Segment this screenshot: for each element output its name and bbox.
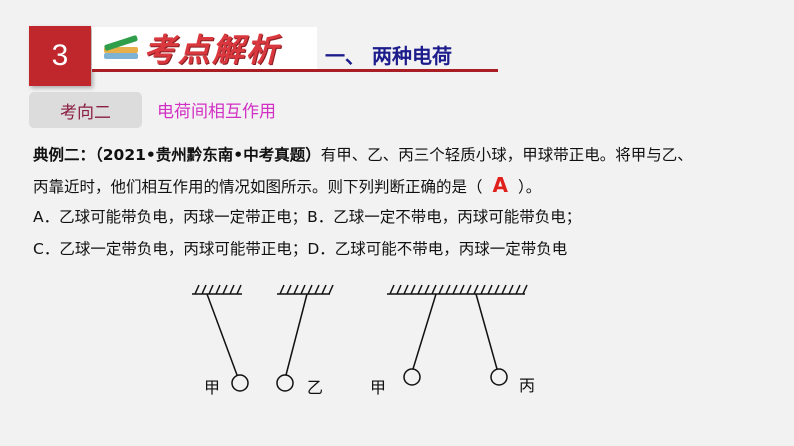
hatch-mark: [286, 284, 292, 295]
ball-jia-1: [231, 374, 249, 392]
hatch-mark: [417, 284, 423, 295]
hatch-mark: [480, 284, 486, 295]
hatch-mark: [194, 284, 200, 295]
hatch-mark: [501, 284, 507, 295]
logo: 考点解析: [92, 27, 317, 69]
ball-jia-2: [403, 368, 421, 386]
hatch-mark: [328, 284, 334, 295]
hatch-mark: [494, 284, 500, 295]
hatch-mark: [487, 284, 493, 295]
hatch-mark: [208, 284, 214, 295]
label-yi: 乙: [307, 378, 324, 397]
hatch-mark: [473, 284, 479, 295]
topic-tag: 考向二: [29, 92, 142, 128]
hatch-mark: [452, 284, 458, 295]
hatch-mark: [431, 284, 437, 295]
string-jia-1: [206, 293, 238, 376]
options-cd: C．乙球一定带负电，丙球可能带正电；D．乙球可能不带电，丙球一定带负电: [33, 240, 568, 258]
hatch-mark: [466, 284, 472, 295]
hatch-mark: [508, 284, 514, 295]
hatch-mark: [279, 284, 285, 295]
hatch-mark: [229, 284, 235, 295]
label-jia-1: 甲: [204, 378, 221, 397]
hatch-mark: [445, 284, 451, 295]
hatch-mark: [424, 284, 430, 295]
options-ab: A．乙球可能带负电，丙球一定带正电；B．乙球一定不带电，丙球可能带负电；: [33, 208, 582, 226]
string-jia-2: [412, 293, 437, 370]
question-text-2: 丙靠近时，他们相互作用的情况如图所示。则下列判断正确的是（: [33, 178, 483, 196]
hatch-mark: [215, 284, 221, 295]
hatch-mark: [396, 284, 402, 295]
hatch-mark: [307, 284, 313, 295]
logo-text: 考点解析: [144, 31, 281, 69]
books-icon: [94, 33, 144, 63]
hatch-mark: [403, 284, 409, 295]
question-prefix: 典例二：（2021•贵州黔东南•中考真题）: [33, 146, 321, 164]
question-text-3: ）。: [518, 178, 542, 196]
question-text: 有甲、乙、丙三个轻质小球，甲球带正电。将甲与乙、: [320, 146, 693, 164]
section-title: 一、 两种电荷: [325, 44, 452, 68]
hatch-mark: [389, 284, 395, 295]
hatch-mark: [201, 284, 207, 295]
hatch-mark: [438, 284, 444, 295]
question-line-2: 丙靠近时，他们相互作用的情况如图所示。则下列判断正确的是（ A ）。: [33, 173, 541, 197]
hatch-mark: [515, 284, 521, 295]
hatch-mark: [314, 284, 320, 295]
hatch-mark: [236, 284, 242, 295]
header-rule: [92, 69, 498, 72]
label-jia-2: 甲: [370, 378, 387, 397]
hatch-mark: [410, 284, 416, 295]
section-number: 3: [29, 26, 91, 86]
ball-bing: [490, 368, 508, 386]
hatch-mark: [459, 284, 465, 295]
topic-title: 电荷间相互作用: [157, 102, 276, 122]
label-bing: 丙: [519, 376, 536, 395]
hatch-mark: [222, 284, 228, 295]
question-line-1: 典例二：（2021•贵州黔东南•中考真题）有甲、乙、丙三个轻质小球，甲球带正电。…: [33, 143, 693, 165]
string-bing: [475, 293, 498, 370]
answer: A: [492, 173, 508, 197]
hatch-mark: [522, 284, 528, 295]
ball-yi: [276, 374, 294, 392]
string-yi: [285, 293, 308, 376]
hatch-mark: [293, 284, 299, 295]
hatch-mark: [321, 284, 327, 295]
hatch-mark: [300, 284, 306, 295]
